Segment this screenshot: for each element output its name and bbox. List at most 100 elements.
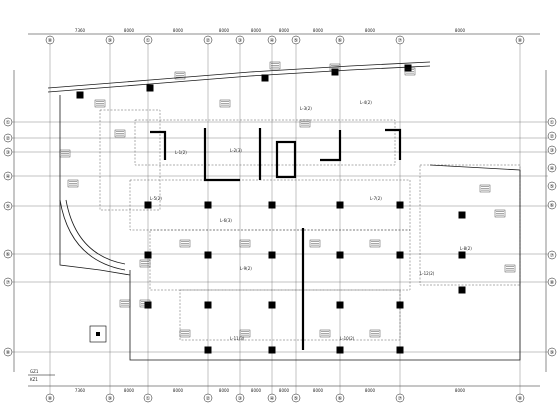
svg-text:⑤: ⑤ — [294, 396, 298, 402]
column — [458, 211, 466, 219]
axis-bubble: ⑥ — [3, 249, 13, 259]
dimension-label: 8000 — [313, 28, 324, 33]
svg-text:⑦: ⑦ — [550, 253, 555, 259]
core-walls — [150, 128, 402, 350]
detail-symbol — [89, 325, 107, 343]
room-label: L-4(2) — [360, 100, 372, 105]
svg-text:①: ① — [146, 396, 151, 402]
beam-outlines — [99, 109, 521, 341]
tag-block — [139, 299, 151, 308]
tag-block — [369, 329, 381, 338]
axis-bubble: ① — [3, 117, 13, 127]
tag-block — [179, 239, 191, 248]
svg-text:⑧: ⑧ — [48, 396, 53, 402]
tag-block — [319, 329, 331, 338]
tag-block — [504, 264, 516, 273]
tag-block — [494, 209, 506, 218]
svg-text:⑤: ⑤ — [6, 204, 10, 210]
svg-text:③: ③ — [550, 148, 554, 154]
svg-text:②: ② — [206, 396, 211, 402]
axis-bubble: ⑤ — [547, 181, 557, 191]
tag-block — [119, 299, 131, 308]
room-label: L-7(2) — [370, 196, 382, 201]
svg-text:①: ① — [6, 120, 11, 126]
room-label: L-2(3) — [230, 148, 242, 153]
svg-text:⑧: ⑧ — [550, 280, 555, 286]
room-label: L-12(2) — [420, 271, 435, 276]
room-labels: L-1(2) L-2(3) L-3(2) L-4(2) L-5(2) L-6(3… — [150, 100, 472, 341]
tag-block — [239, 329, 251, 338]
svg-text:⑤: ⑤ — [550, 184, 554, 190]
column — [76, 91, 84, 99]
column — [204, 301, 212, 309]
column — [336, 251, 344, 259]
axis-bubble: ① — [547, 117, 557, 127]
tag-block — [179, 329, 191, 338]
svg-text:⑥: ⑥ — [6, 252, 11, 258]
axis-bubble: ⑨ — [105, 393, 115, 403]
svg-text:⑦: ⑦ — [398, 396, 403, 402]
column — [268, 346, 276, 354]
column — [458, 286, 466, 294]
axis-bubble: ② — [3, 133, 13, 143]
dimension-label: 8000 — [455, 388, 466, 393]
svg-text:②: ② — [550, 134, 555, 140]
dimension-label: 8000 — [365, 28, 376, 33]
axis-bubble: ③ — [3, 147, 13, 157]
tag-block — [479, 184, 491, 193]
dimension-label: 8000 — [173, 28, 184, 33]
axis-bubble: ① — [143, 393, 153, 403]
title-stub: GZ1 KZ1 — [28, 369, 55, 382]
svg-text:⑦: ⑦ — [398, 38, 403, 44]
tag-block — [139, 259, 151, 268]
axis-bubble: ③ — [547, 145, 557, 155]
column — [204, 346, 212, 354]
svg-text:⑦: ⑦ — [6, 280, 11, 286]
axis-bubble: ⑧ — [3, 347, 13, 357]
dimension-label: 8000 — [173, 388, 184, 393]
axis-bubble: ⑧ — [547, 277, 557, 287]
tag-block — [299, 119, 311, 128]
axis-bubble: ② — [203, 393, 213, 403]
axis-bubble: ③ — [235, 393, 245, 403]
bottom-axis-markers: ⑧ ⑨ ① ② ③ ④ ⑤ ⑥ ⑦ ⑧ — [45, 393, 525, 403]
columns — [76, 64, 466, 354]
axis-bubble: ③ — [235, 35, 245, 45]
axis-bubble: ⑤ — [291, 393, 301, 403]
room-label: L-10(2) — [340, 336, 355, 341]
axis-bubble: ⑧ — [45, 393, 55, 403]
note-kz1: KZ1 — [30, 377, 38, 382]
dimension-label: 8000 — [455, 28, 466, 33]
axis-bubble: ⑤ — [291, 35, 301, 45]
axis-bubble: ⑧ — [515, 35, 525, 45]
axis-bubble: ⑦ — [395, 393, 405, 403]
svg-text:②: ② — [206, 38, 211, 44]
dimension-label: 8000 — [365, 388, 376, 393]
column — [396, 201, 404, 209]
axis-bubble: ⑧ — [45, 35, 55, 45]
axis-bubble: ⑦ — [395, 35, 405, 45]
svg-text:⑧: ⑧ — [518, 396, 523, 402]
svg-text:⑨: ⑨ — [550, 350, 554, 356]
svg-text:④: ④ — [270, 38, 275, 44]
room-label: L-6(3) — [220, 218, 232, 223]
axis-bubble: ⑥ — [547, 200, 557, 210]
annotation-tags — [59, 61, 516, 338]
room-label: L-3(2) — [300, 106, 312, 111]
svg-text:⑥: ⑥ — [550, 203, 555, 209]
axis-bubble: ⑦ — [547, 250, 557, 260]
axis-bubble: ⑥ — [335, 393, 345, 403]
column — [331, 68, 339, 76]
structural-grid — [12, 44, 548, 394]
dimension-frame — [13, 33, 547, 387]
svg-text:③: ③ — [238, 396, 242, 402]
tag-block — [94, 99, 106, 108]
svg-text:④: ④ — [270, 396, 275, 402]
axis-bubble: ④ — [267, 393, 277, 403]
room-label: L-8(2) — [460, 246, 472, 251]
column — [336, 346, 344, 354]
tag-block — [219, 99, 231, 108]
svg-text:③: ③ — [238, 38, 242, 44]
tag-block — [309, 239, 321, 248]
